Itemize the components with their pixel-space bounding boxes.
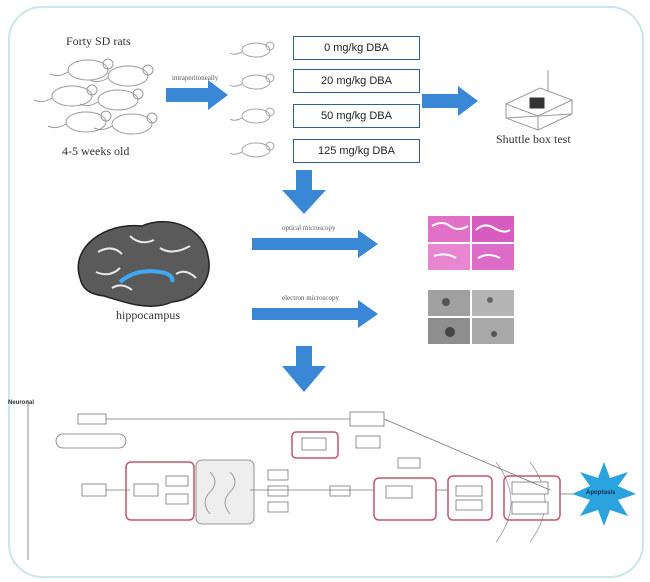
dose-box-125: 125 mg/kg DBA xyxy=(293,139,420,163)
shuttle-box-label: Shuttle box test xyxy=(496,132,571,146)
rat-group-icon xyxy=(33,58,158,135)
hippocampus-highlight xyxy=(118,269,175,284)
dose-box-0: 0 mg/kg DBA xyxy=(293,36,420,60)
pathway-title: Neuronal xyxy=(8,400,35,406)
route-label: intraperitoneally xyxy=(172,74,219,82)
shuttle-box-icon xyxy=(504,70,574,131)
arrow-down-to-brain xyxy=(282,170,326,214)
dose-box-20: 20 mg/kg DBA xyxy=(293,69,420,93)
rat-icon-dose-20 xyxy=(229,73,275,90)
arrow-electron-microscopy xyxy=(252,300,378,328)
rounded-frame xyxy=(8,6,644,578)
animal-group-label: Forty SD rats xyxy=(66,34,131,48)
electron-microscopy-images xyxy=(428,290,514,344)
brain-illustration xyxy=(77,221,210,307)
hippocampus-label: hippocampus xyxy=(116,308,180,322)
arrow-to-doses xyxy=(166,80,228,110)
arrow-to-shuttle-box xyxy=(422,86,478,116)
rat-icon-dose-125 xyxy=(229,141,275,158)
optical-microscopy-label: optical microscopy xyxy=(282,224,336,232)
arrow-down-to-pathway xyxy=(282,346,326,392)
rat-icon-dose-50 xyxy=(229,107,275,124)
animal-age-label: 4-5 weeks old xyxy=(62,144,130,158)
rat-icon-dose-0 xyxy=(229,41,275,58)
optical-microscopy-images xyxy=(428,216,514,270)
dose-box-50: 50 mg/kg DBA xyxy=(293,104,420,128)
apoptosis-label: Apoptosis xyxy=(586,490,616,496)
apoptosis-burst-icon xyxy=(572,462,636,526)
arrow-optical-microscopy xyxy=(252,230,378,258)
electron-microscopy-label: electron microscopy xyxy=(282,294,339,302)
signaling-pathway xyxy=(27,400,574,560)
